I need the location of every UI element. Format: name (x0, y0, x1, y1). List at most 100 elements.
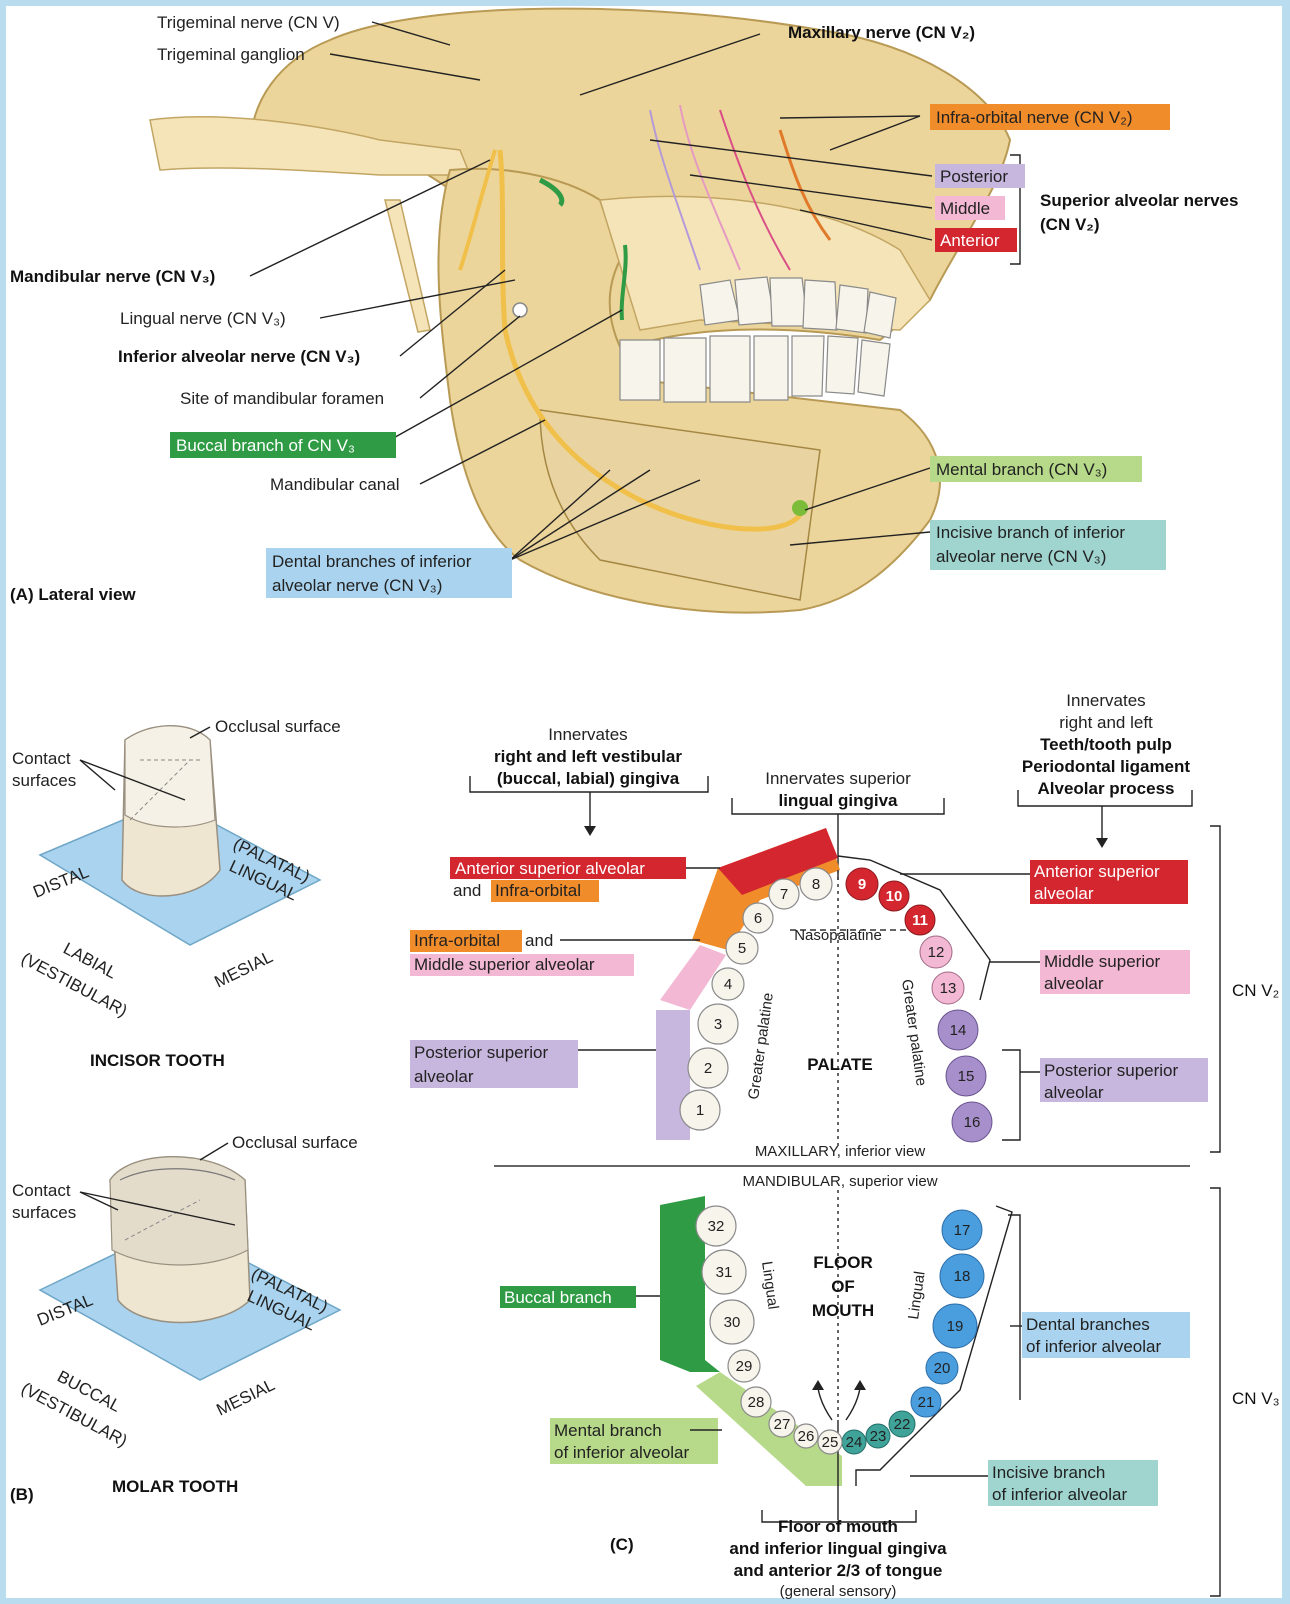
tooth-num-16: 16 (964, 1114, 981, 1131)
tooth-num-31: 31 (716, 1264, 733, 1281)
c-vest-3: (buccal, labial) gingiva (497, 769, 680, 788)
tooth-num-18: 18 (954, 1268, 971, 1285)
c-and-2: and (525, 931, 553, 950)
tooth-num-27: 27 (774, 1416, 791, 1433)
c-maxillary-view: MAXILLARY, inferior view (755, 1143, 926, 1160)
label-maxillary-nerve: Maxillary nerve (CN V₂) (788, 23, 975, 42)
label-lingual-nerve: Lingual nerve (CN V₃) (120, 309, 286, 328)
c-floor-1: FLOOR (813, 1253, 873, 1272)
tooth-num-23: 23 (870, 1428, 887, 1445)
c-floor-note-2: and inferior lingual gingiva (729, 1539, 947, 1558)
tooth-num-11: 11 (912, 912, 928, 929)
c-floor-3: MOUTH (812, 1301, 874, 1320)
molar-contact-2: surfaces (12, 1203, 76, 1222)
label-incisive-branch-1: Incisive branch of inferior (936, 523, 1125, 542)
c-sup-2: lingual gingiva (778, 791, 898, 810)
tooth-num-21: 21 (918, 1394, 935, 1411)
label-dental-branches-2: alveolar nerve (CN V₃) (272, 576, 442, 595)
c-nasopalatine: Nasopalatine (794, 927, 882, 944)
c-sup-1: Innervates superior (765, 769, 911, 788)
c-buccal-branch: Buccal branch (504, 1288, 612, 1307)
c-mandibular-view: MANDIBULAR, superior view (742, 1173, 937, 1190)
label-mandibular-foramen: Site of mandibular foramen (180, 389, 384, 408)
label-trigeminal-ganglion: Trigeminal ganglion (157, 45, 305, 64)
c-vest-1: Innervates (548, 725, 627, 744)
molar-occlusal-label: Occlusal surface (232, 1133, 358, 1152)
tooth-num-8: 8 (812, 876, 820, 893)
label-incisive-branch-2: alveolar nerve (CN V₃) (936, 547, 1106, 566)
tooth-num-6: 6 (754, 910, 762, 927)
c-infra-orbital-2: Infra-orbital (414, 931, 500, 950)
c-mental-branch-1: Mental branch (554, 1421, 662, 1440)
tooth-num-10: 10 (886, 888, 903, 905)
c-r-ant-sup-1: Anterior superior (1034, 862, 1160, 881)
c-cn-v2: CN V₂ (1232, 981, 1279, 1000)
molar-title: MOLAR TOOTH (112, 1477, 238, 1496)
incisor-title: INCISOR TOOTH (90, 1051, 225, 1070)
c-r-post-sup-1: Posterior superior (1044, 1061, 1179, 1080)
c-r-ant-sup-2: alveolar (1034, 884, 1094, 903)
c-post-sup-1: Posterior superior (414, 1043, 549, 1062)
tooth-num-25: 25 (822, 1434, 839, 1451)
tooth-num-4: 4 (724, 976, 732, 993)
c-dental-branches-1: Dental branches (1026, 1315, 1150, 1334)
tooth-num-17: 17 (954, 1222, 971, 1239)
tooth-num-22: 22 (894, 1416, 911, 1433)
label-anterior: Anterior (940, 231, 1000, 250)
c-vest-2: right and left vestibular (494, 747, 682, 766)
tooth-num-15: 15 (958, 1068, 975, 1085)
label-mandibular-canal: Mandibular canal (270, 475, 399, 494)
c-mental-branch-2: of inferior alveolar (554, 1443, 689, 1462)
c-floor-note-4: (general sensory) (780, 1583, 897, 1600)
tooth-num-13: 13 (940, 980, 957, 997)
c-dental-branches-2: of inferior alveolar (1026, 1337, 1161, 1356)
label-posterior: Posterior (940, 167, 1008, 186)
label-infraorbital-nerve: Infra-orbital nerve (CN V₂) (936, 108, 1133, 127)
c-floor-note-1: Floor of mouth (778, 1517, 898, 1536)
label-superior-alveolar-cn: (CN V₂) (1040, 215, 1100, 234)
c-teeth-1: Innervates (1066, 691, 1145, 710)
incisor-contact-1: Contact (12, 749, 71, 768)
c-cn-v3: CN V₃ (1232, 1389, 1280, 1408)
c-and-1: and (453, 881, 481, 900)
label-superior-alveolar-nerves: Superior alveolar nerves (1040, 191, 1238, 210)
c-ant-sup-alveolar: Anterior superior alveolar (455, 859, 645, 878)
label-dental-branches-1: Dental branches of inferior (272, 552, 472, 571)
caption-c: (C) (610, 1535, 634, 1554)
label-buccal-branch-a: Buccal branch of CN V₃ (176, 436, 355, 455)
tooth-num-12: 12 (928, 944, 945, 961)
c-middle-sup-alveolar: Middle superior alveolar (414, 955, 595, 974)
label-mandibular-nerve: Mandibular nerve (CN V₃) (10, 267, 215, 286)
lower-teeth (620, 336, 890, 402)
tooth-num-3: 3 (714, 1016, 722, 1033)
c-incisive-branch-2: of inferior alveolar (992, 1485, 1127, 1504)
tooth-num-20: 20 (934, 1360, 951, 1377)
c-teeth-2: right and left (1059, 713, 1153, 732)
tooth-num-19: 19 (947, 1318, 964, 1335)
c-r-mid-sup-1: Middle superior (1044, 952, 1161, 971)
incisor-occlusal-label: Occlusal surface (215, 717, 341, 736)
tooth-num-28: 28 (748, 1394, 765, 1411)
c-post-sup-2: alveolar (414, 1067, 474, 1086)
molar-contact-1: Contact (12, 1181, 71, 1200)
c-infra-orbital: Infra-orbital (495, 881, 581, 900)
tooth-num-24: 24 (846, 1434, 863, 1451)
tooth-num-5: 5 (738, 940, 746, 957)
c-teeth-3: Teeth/tooth pulp (1040, 735, 1172, 754)
tooth-num-2: 2 (704, 1060, 712, 1077)
c-palate: PALATE (807, 1055, 872, 1074)
tooth-num-14: 14 (950, 1022, 967, 1039)
caption-a: (A) Lateral view (10, 585, 136, 604)
tooth-num-29: 29 (736, 1358, 753, 1375)
c-floor-note-3: and anterior 2/3 of tongue (734, 1561, 943, 1580)
label-trigeminal-nerve: Trigeminal nerve (CN V) (157, 13, 340, 32)
tooth-num-7: 7 (780, 886, 788, 903)
c-floor-2: OF (831, 1277, 855, 1296)
c-incisive-branch-1: Incisive branch (992, 1463, 1105, 1482)
c-teeth-4: Periodontal ligament (1022, 757, 1190, 776)
c-teeth-5: Alveolar process (1037, 779, 1174, 798)
tooth-num-26: 26 (798, 1428, 815, 1445)
incisor-contact-2: surfaces (12, 771, 76, 790)
